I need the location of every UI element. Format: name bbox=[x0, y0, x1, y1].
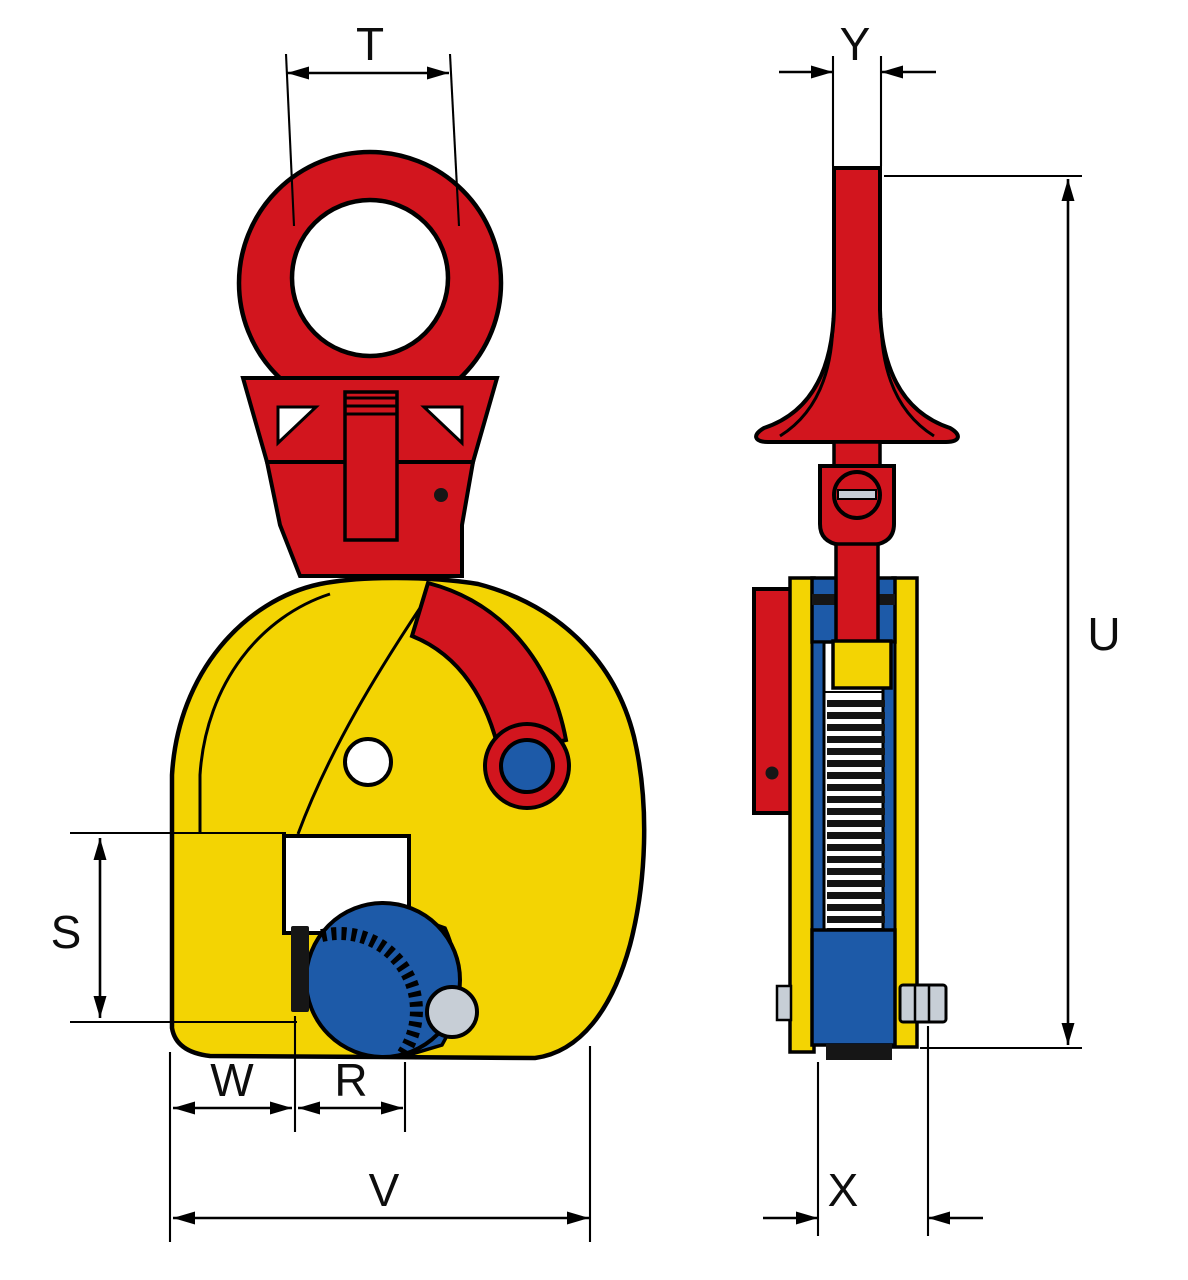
front-view: T S W R bbox=[51, 18, 647, 1242]
body-inner-contour bbox=[198, 592, 331, 832]
arrowhead bbox=[173, 1101, 195, 1115]
dimension-T: T bbox=[284, 18, 461, 227]
bracket-cutout-right bbox=[420, 405, 464, 447]
side-view: Y U X bbox=[752, 18, 1121, 1236]
lever-pivot-pin bbox=[499, 738, 555, 794]
left-pin-head bbox=[775, 984, 793, 1022]
arrowhead bbox=[298, 1101, 320, 1115]
side-plate-yellow-right bbox=[891, 576, 919, 1049]
arrowhead bbox=[811, 65, 833, 79]
cam-axle-pin bbox=[425, 985, 479, 1039]
arrowhead bbox=[427, 66, 449, 80]
arrowhead bbox=[270, 1101, 292, 1115]
shank-yellow-block bbox=[831, 639, 893, 690]
body-inner-diagonal bbox=[296, 601, 426, 835]
dimension-R: R bbox=[298, 1054, 407, 1132]
dimension-label-V: V bbox=[369, 1164, 400, 1216]
arrowhead bbox=[93, 996, 107, 1018]
dimension-label-Y: Y bbox=[840, 18, 871, 70]
swivel-tab-threads bbox=[345, 396, 397, 416]
arrowhead bbox=[1061, 1023, 1075, 1045]
swivel-rivet bbox=[434, 488, 448, 502]
side-plate-yellow-left bbox=[788, 576, 816, 1054]
bottom-cap bbox=[826, 1044, 892, 1060]
cam-serration bbox=[318, 927, 423, 1058]
shank-bar bbox=[834, 542, 880, 648]
dimension-U: U bbox=[884, 174, 1121, 1050]
cam-axle-bolt bbox=[898, 983, 948, 1024]
swivel-tab bbox=[343, 390, 399, 542]
body-hole bbox=[343, 737, 393, 787]
lifting-eye-hole bbox=[289, 197, 451, 359]
bail-inner-curve-left bbox=[779, 317, 835, 438]
arrowhead bbox=[287, 66, 309, 80]
dimension-label-U: U bbox=[1087, 608, 1120, 660]
dimension-Y: Y bbox=[779, 18, 936, 166]
locking-lever bbox=[409, 580, 569, 759]
arrowhead bbox=[881, 65, 903, 79]
bail-inner-curve-right bbox=[879, 317, 935, 438]
housing-bottom-block bbox=[810, 928, 897, 1047]
dimension-label-W: W bbox=[210, 1054, 254, 1106]
dimension-W: W bbox=[168, 1016, 297, 1242]
bracket-cutout-left bbox=[276, 405, 320, 447]
arrowhead bbox=[381, 1101, 403, 1115]
arrowhead bbox=[796, 1211, 818, 1225]
dimension-S: S bbox=[51, 831, 297, 1024]
dimension-label-T: T bbox=[356, 18, 384, 70]
shackle-bail bbox=[754, 166, 960, 444]
arrowhead bbox=[173, 1211, 195, 1225]
dimension-X: X bbox=[763, 1026, 983, 1236]
swivel-pin-slot bbox=[837, 489, 877, 500]
dimension-label-R: R bbox=[334, 1054, 367, 1106]
dimension-label-S: S bbox=[51, 906, 82, 958]
dimension-label-X: X bbox=[828, 1164, 859, 1216]
dimension-V: V bbox=[173, 1046, 592, 1242]
arrowhead bbox=[1061, 179, 1075, 201]
side-plate-rivet bbox=[765, 766, 779, 780]
arrowhead bbox=[928, 1211, 950, 1225]
arrowhead bbox=[567, 1211, 589, 1225]
extension-line bbox=[284, 53, 296, 227]
extension-line bbox=[448, 53, 461, 227]
arrowhead bbox=[93, 838, 107, 860]
fixed-gripping-pad bbox=[291, 926, 309, 1012]
